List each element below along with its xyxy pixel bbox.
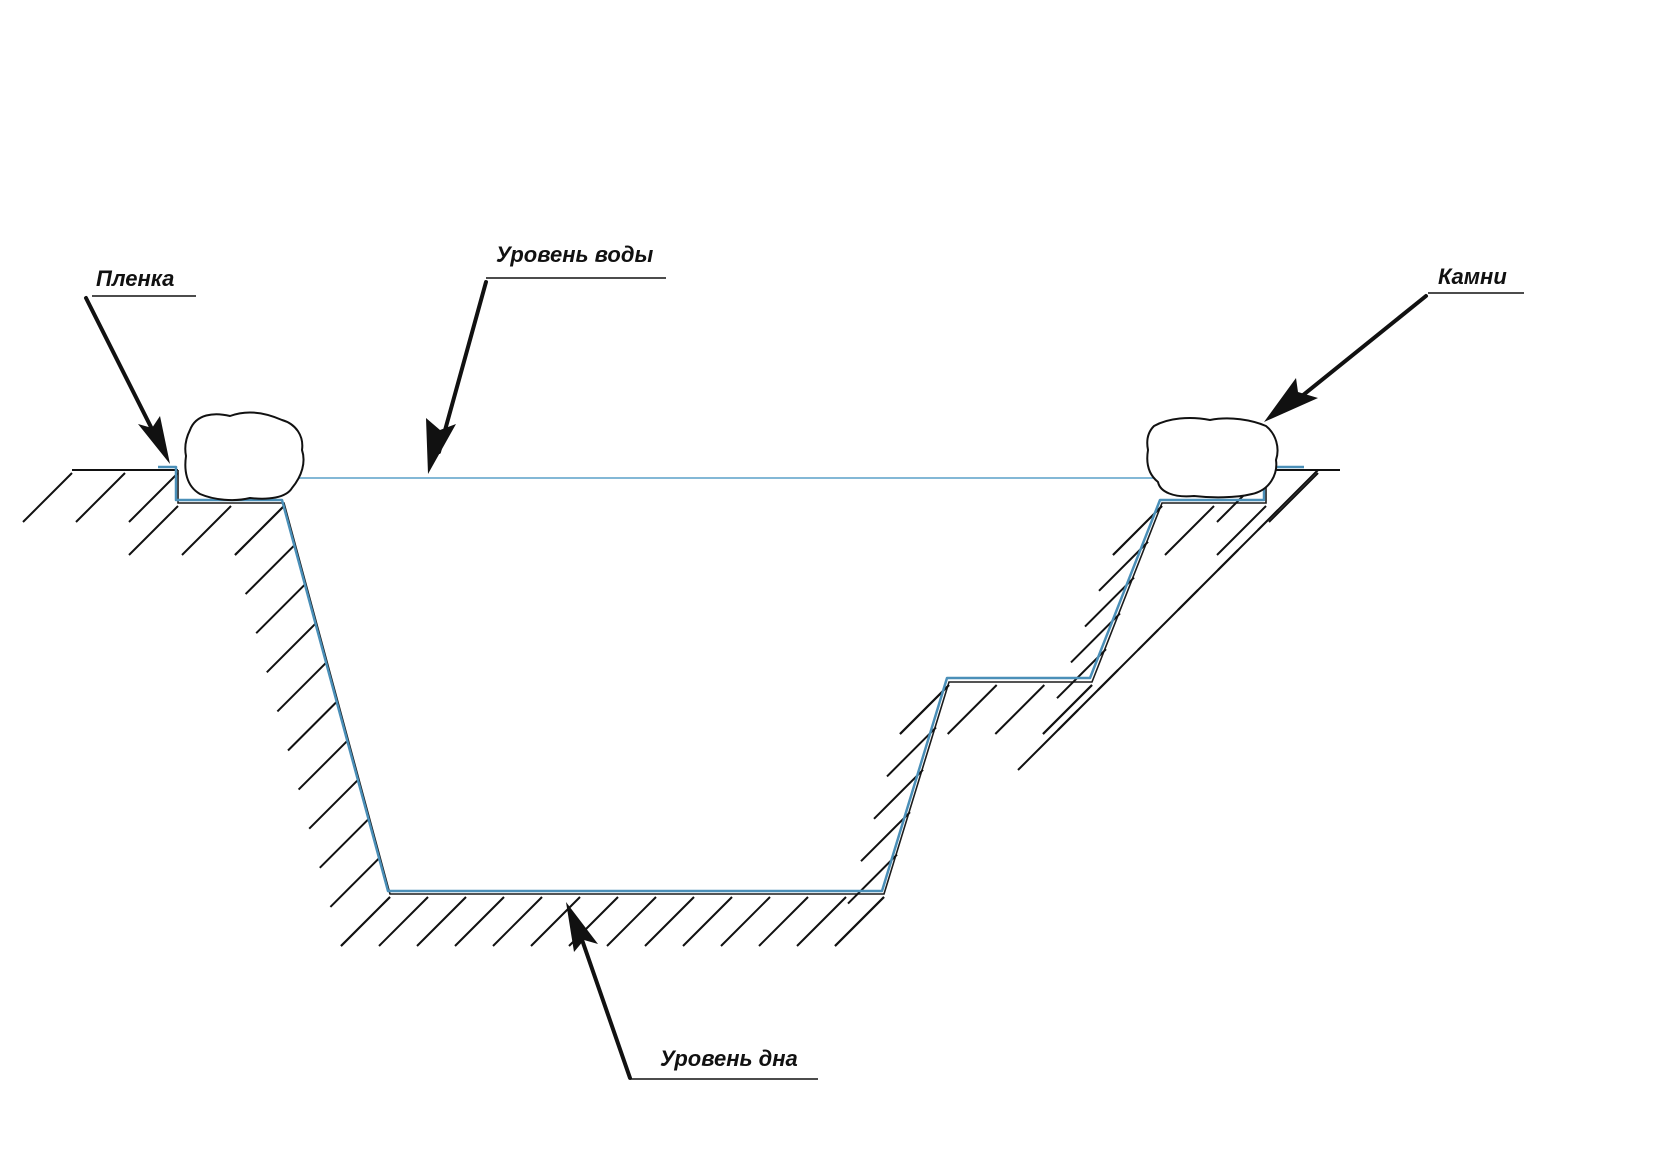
hatch-stroke	[994, 684, 1046, 735]
hatch-stroke	[682, 896, 733, 947]
hatch-stroke	[297, 739, 349, 791]
hatch-stroke	[530, 896, 581, 947]
bottom-level-label: Уровень дна	[660, 1046, 798, 1071]
hatch-stroke	[644, 896, 695, 947]
water-level-callout: Уровень воды	[426, 242, 666, 474]
hatch-stroke	[1164, 505, 1215, 556]
hatch-stroke	[308, 778, 359, 830]
hatch-stroke	[873, 769, 924, 820]
hatch-stroke	[287, 700, 338, 752]
hatch-stroke	[834, 896, 885, 947]
hatch-stroke	[492, 896, 543, 947]
bottom-level-callout: Уровень дна	[566, 902, 818, 1080]
hatch-stroke	[454, 896, 505, 947]
hatch-stroke	[128, 472, 179, 523]
hatch-stroke	[796, 896, 847, 947]
hatch-stroke	[606, 896, 657, 947]
hatch-stroke	[946, 684, 998, 735]
hatch-stroke	[255, 583, 306, 634]
stones-label: Камни	[1438, 264, 1507, 289]
hatch-stroke	[886, 726, 937, 778]
hatch-stroke	[22, 472, 73, 523]
hatch-stroke	[1268, 472, 1319, 523]
stone-left	[184, 411, 305, 502]
excavation-outline	[177, 470, 1267, 895]
hatch-stroke	[720, 896, 771, 947]
hatch-stroke	[1042, 684, 1093, 735]
hatch-stroke	[899, 684, 950, 735]
hatch-stroke	[1017, 709, 1079, 771]
hatch-stroke	[758, 896, 809, 947]
hatch-stroke	[416, 896, 467, 947]
hatch-stroke	[340, 896, 391, 947]
hatch-stroke	[860, 811, 911, 862]
hatch-stroke	[276, 661, 328, 713]
pond-liner	[158, 465, 1304, 893]
hatch-stroke	[244, 544, 296, 595]
water-level-label: Уровень воды	[496, 242, 653, 267]
hatch-stroke	[847, 853, 898, 905]
hatch-stroke	[319, 818, 370, 869]
hatch-stroke	[329, 857, 381, 908]
stones-callout: Камни	[1264, 264, 1524, 422]
hatch-stroke	[266, 622, 317, 674]
film-label: Пленка	[96, 266, 174, 291]
hatch-stroke	[234, 505, 285, 556]
hatch-stroke	[378, 896, 429, 947]
stone-right	[1146, 417, 1279, 499]
hatch-stroke	[1216, 505, 1267, 556]
hatch-stroke	[75, 472, 126, 523]
hatch-stroke	[128, 505, 179, 556]
hatch-stroke	[181, 505, 232, 556]
soil-hatching	[22, 469, 1319, 947]
film-callout: Пленка	[84, 266, 196, 464]
